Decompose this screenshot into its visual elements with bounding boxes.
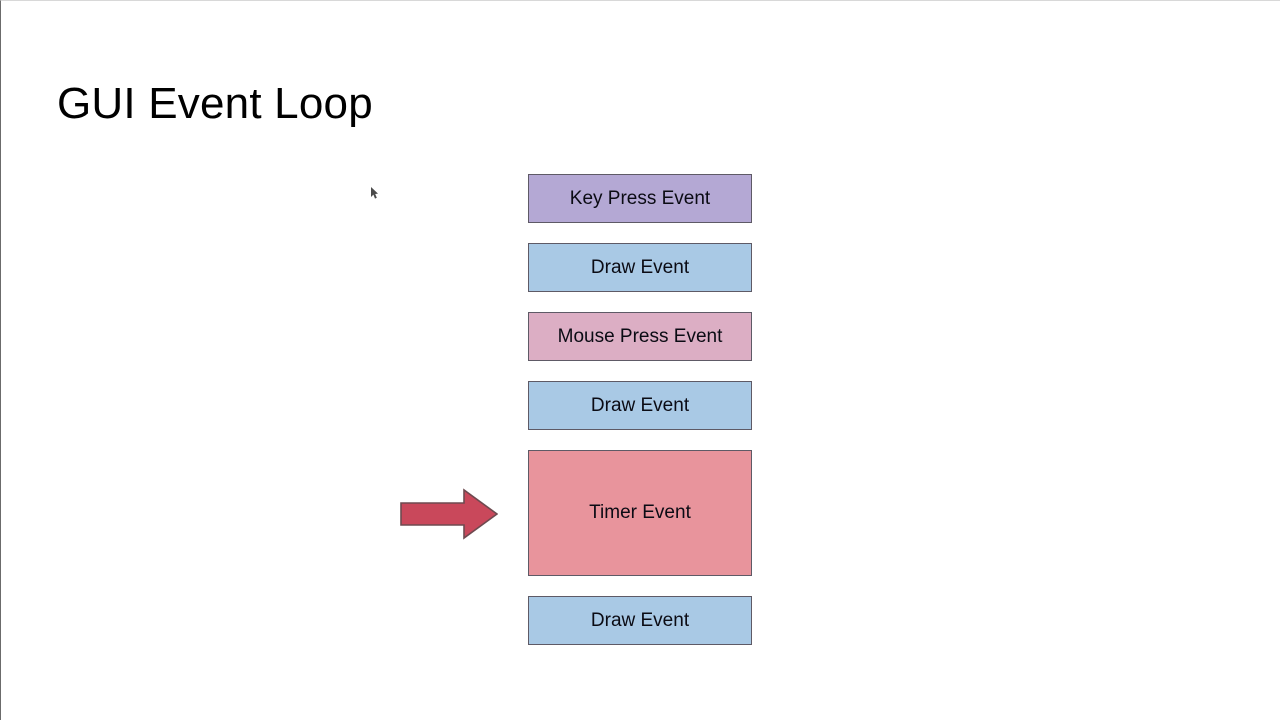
event-box-draw-3[interactable]: Draw Event <box>528 596 752 645</box>
event-box-draw-2[interactable]: Draw Event <box>528 381 752 430</box>
event-box-label: Key Press Event <box>569 187 711 209</box>
event-box-label: Timer Event <box>589 502 691 523</box>
event-box-mouse-press[interactable]: Mouse Press Event <box>528 312 752 361</box>
event-box-label: Draw Event <box>590 394 690 416</box>
right-arrow-icon <box>400 488 498 540</box>
event-box-label: Draw Event <box>590 609 690 631</box>
mouse-cursor-icon <box>371 187 378 199</box>
event-box-timer[interactable]: Timer Event <box>528 450 752 576</box>
event-box-label: Draw Event <box>590 256 690 278</box>
event-box-draw-1[interactable]: Draw Event <box>528 243 752 292</box>
page-title: GUI Event Loop <box>57 79 373 128</box>
event-box-label: Mouse Press Event <box>557 325 723 347</box>
event-box-key-press[interactable]: Key Press Event <box>528 174 752 223</box>
